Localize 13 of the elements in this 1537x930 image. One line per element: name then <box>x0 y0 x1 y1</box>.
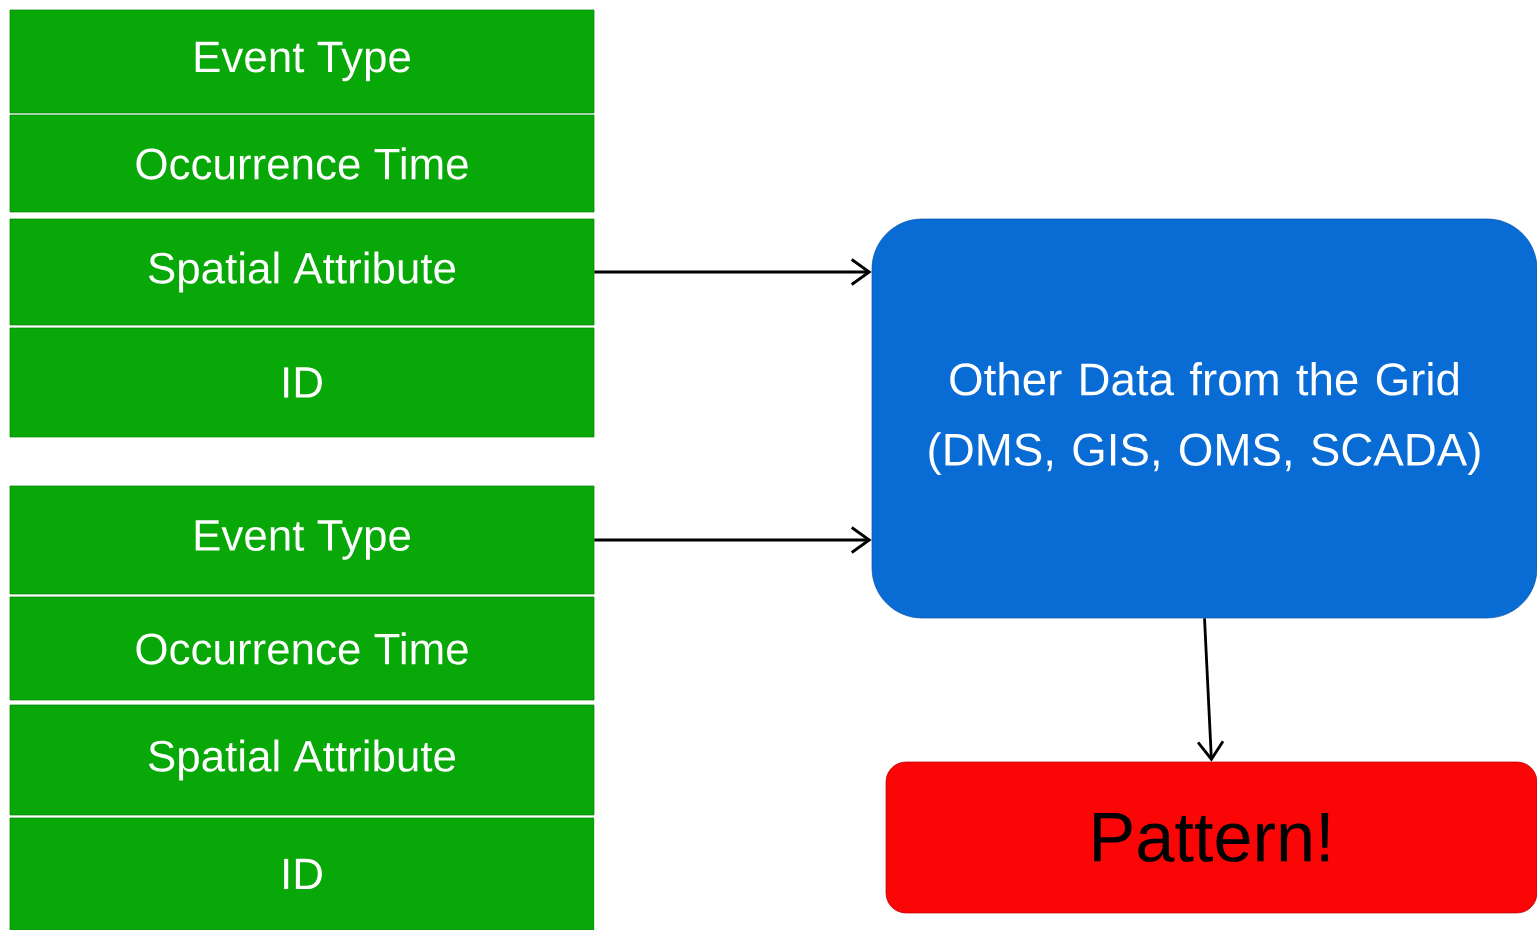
field-box: Spatial Attribute <box>9 218 595 326</box>
field-box: Spatial Attribute <box>9 704 595 816</box>
field-box: Occurrence Time <box>9 596 595 701</box>
field-box: ID <box>9 817 595 930</box>
arrow <box>594 526 872 554</box>
field-box: ID <box>9 327 595 438</box>
arrow <box>1196 618 1225 762</box>
arrow <box>594 258 872 286</box>
field-box: Event Type <box>9 485 595 595</box>
process-box: Other Data from the Grid (DMS, GIS, OMS, SCADA) <box>871 218 1537 619</box>
field-box: Occurrence Time <box>9 114 595 213</box>
result-box: Pattern! <box>885 761 1537 914</box>
field-box: Event Type <box>9 9 595 114</box>
